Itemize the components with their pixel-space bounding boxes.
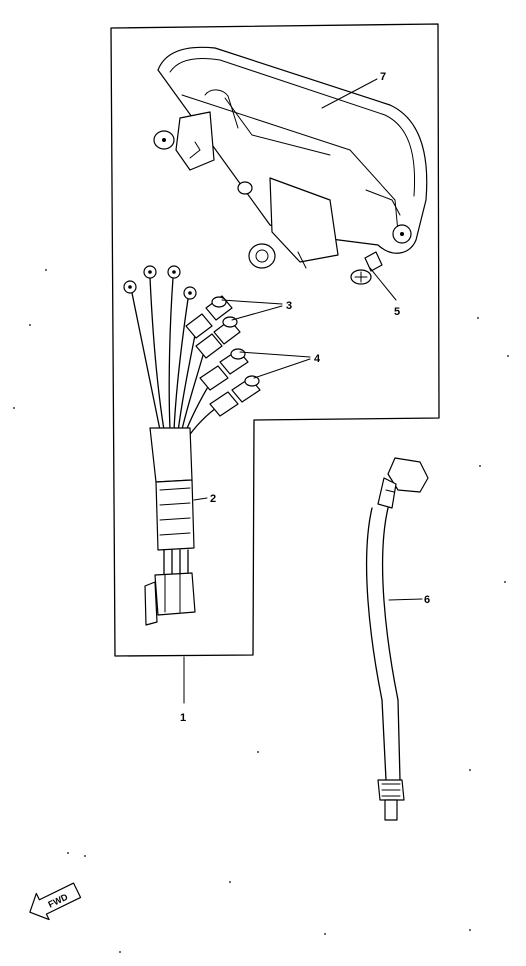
meter-housing: [153, 46, 428, 269]
callout-4: 4: [314, 353, 321, 365]
callout-5: 5: [394, 306, 400, 318]
screw: [350, 251, 383, 285]
callout-1: 1: [180, 712, 186, 724]
speedometer-cable: [365, 457, 429, 821]
bulb-sockets-lower: [199, 348, 261, 417]
print-specks: [13, 269, 509, 953]
bulb-sockets-upper: [185, 295, 241, 359]
fwd-arrow-icon: FWD: [29, 882, 82, 921]
callout-6: 6: [424, 594, 430, 606]
leader-lines: [183, 78, 423, 704]
callout-7: 7: [380, 71, 386, 83]
callout-3: 3: [286, 300, 292, 312]
callout-2: 2: [210, 493, 216, 505]
assembly-boundary: [110, 23, 440, 657]
